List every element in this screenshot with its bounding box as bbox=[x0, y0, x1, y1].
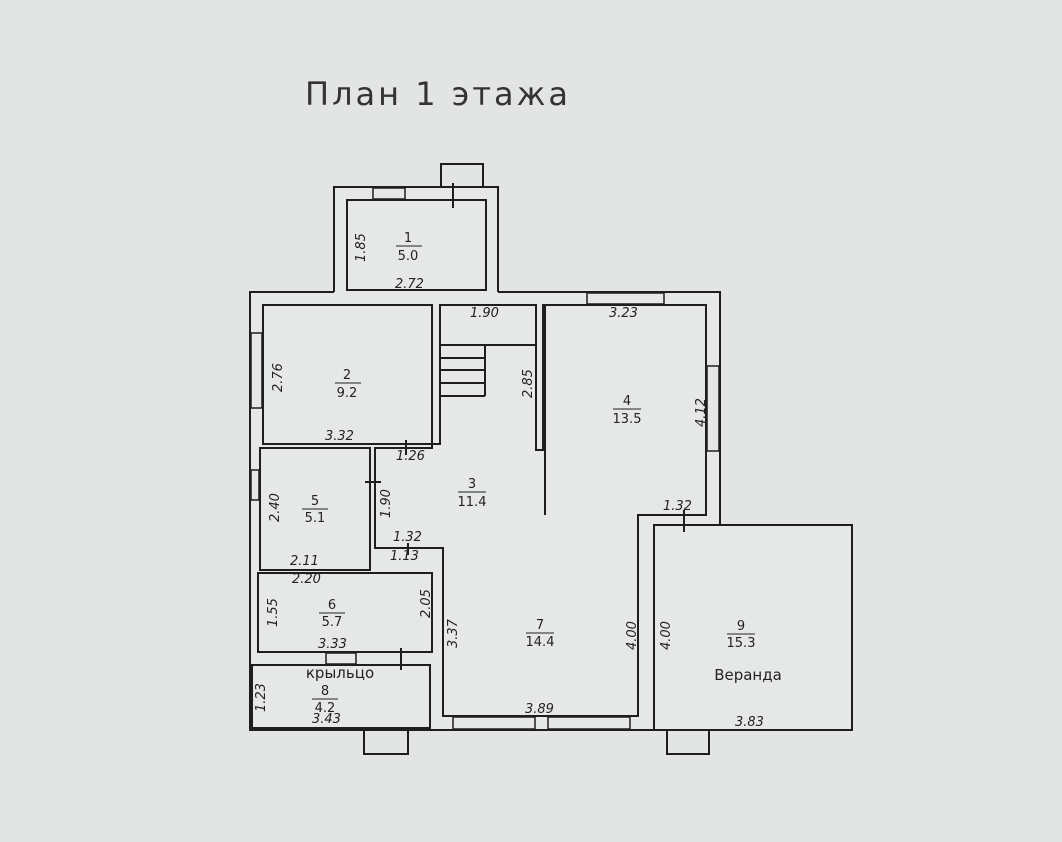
dim: 2.11 bbox=[290, 554, 319, 569]
room-3-7 bbox=[374, 304, 707, 717]
dim: 3.33 bbox=[318, 637, 347, 652]
dim: 3.43 bbox=[312, 712, 341, 727]
room-2-number: 2 bbox=[343, 368, 351, 383]
room-6-number: 6 bbox=[328, 598, 336, 613]
dim: 2.05 bbox=[419, 589, 434, 618]
dim: 4.12 bbox=[694, 398, 709, 427]
dim: 3.37 bbox=[446, 618, 461, 648]
dim: 2.85 bbox=[521, 369, 536, 398]
dim: 2.20 bbox=[292, 572, 321, 587]
dim: 2.40 bbox=[268, 493, 283, 522]
room-1-area: 5.0 bbox=[398, 249, 419, 264]
dim: 4.00 bbox=[625, 621, 640, 650]
room-2-area: 9.2 bbox=[337, 386, 358, 401]
dim: 2.76 bbox=[271, 363, 286, 392]
dim: 4.00 bbox=[659, 621, 674, 650]
room-labels: 1 5.0 2 9.2 3 11.4 4 13.5 5 5.1 6 5.7 7 … bbox=[302, 231, 782, 716]
room-4-area: 13.5 bbox=[613, 412, 642, 427]
dim: 3.89 bbox=[525, 702, 554, 717]
dim: 1.13 bbox=[390, 549, 419, 564]
room-5-number: 5 bbox=[311, 494, 319, 509]
plan-title: План 1 этажа bbox=[305, 75, 571, 113]
room-5-area: 5.1 bbox=[305, 511, 326, 526]
dim: 3.23 bbox=[609, 306, 638, 321]
dim: 1.90 bbox=[379, 489, 394, 518]
dim: 1.23 bbox=[254, 683, 269, 712]
dim: 1.55 bbox=[266, 598, 281, 627]
room-9 bbox=[653, 524, 853, 731]
dim: 1.26 bbox=[396, 449, 425, 464]
room-8-area: 4.2 bbox=[315, 701, 336, 716]
room-3-area: 11.4 bbox=[458, 495, 487, 510]
dim: 1.90 bbox=[470, 306, 499, 321]
room-6-area: 5.7 bbox=[322, 615, 343, 630]
room-1 bbox=[346, 199, 487, 291]
room-8-number: 8 bbox=[321, 684, 329, 699]
dim: 1.32 bbox=[393, 530, 422, 545]
dim: 3.32 bbox=[325, 429, 354, 444]
room-8 bbox=[251, 664, 431, 729]
dim: 2.72 bbox=[395, 277, 424, 292]
room-9-area: 15.3 bbox=[727, 636, 756, 651]
room-7-number: 7 bbox=[536, 618, 544, 633]
walls bbox=[249, 163, 853, 755]
dim: 1.32 bbox=[663, 499, 692, 514]
dimensions: 1.85 2.72 2.76 3.32 1.90 2.85 3.23 4.12 … bbox=[254, 233, 764, 730]
room-1-number: 1 bbox=[404, 231, 412, 246]
room-9-name: Веранда bbox=[714, 666, 782, 684]
room-8-name: крыльцо bbox=[306, 664, 374, 682]
dim: 3.83 bbox=[735, 715, 764, 730]
room-3-number: 3 bbox=[468, 477, 476, 492]
room-4-number: 4 bbox=[623, 394, 631, 409]
room-2 bbox=[262, 304, 433, 445]
room-9-number: 9 bbox=[737, 619, 745, 634]
room-7-area: 14.4 bbox=[526, 635, 555, 650]
dim: 1.85 bbox=[354, 233, 369, 262]
